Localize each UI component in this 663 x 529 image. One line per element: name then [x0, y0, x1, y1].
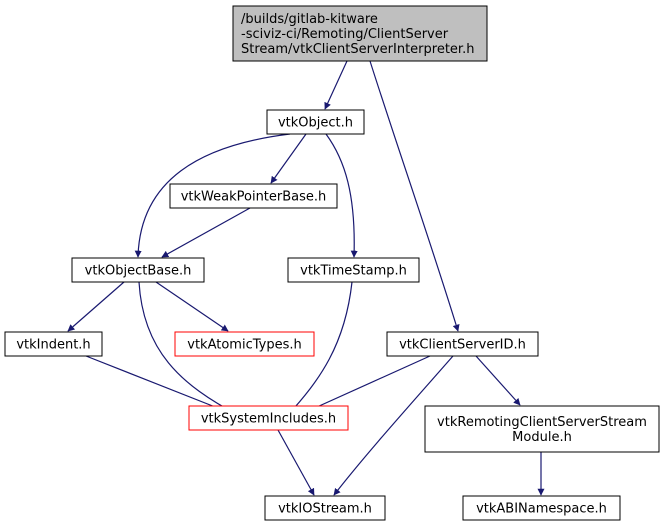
node-label: /builds/gitlab-kitware: [241, 12, 378, 27]
edge-root-to-vtkObject: [324, 60, 348, 110]
edge-vtkClientServerID-to-vtkIOStream: [333, 355, 454, 496]
node-box: [287, 257, 420, 283]
node-label: vtkSystemIncludes.h: [201, 412, 336, 427]
node-label: Module.h: [512, 430, 572, 445]
node-label: Stream/vtkClientServerInterpreter.h: [241, 42, 474, 57]
node-box: [462, 495, 621, 521]
node-label: vtkObject.h: [278, 116, 353, 131]
node-box: [4, 331, 103, 357]
node-root[interactable]: /builds/gitlab-kitware-sciviz-ci/Remotin…: [232, 5, 488, 62]
edge-vtkObjectBase-to-vtkAtomicTypes: [155, 281, 229, 332]
node-vtkObject[interactable]: vtkObject.h: [266, 109, 365, 135]
node-label: vtkTimeStamp.h: [300, 264, 407, 279]
edge-vtkObject-to-vtkTimeStamp: [325, 133, 358, 258]
node-label: vtkIOStream.h: [278, 502, 372, 517]
node-box: [188, 405, 349, 431]
node-vtkClientServerID[interactable]: vtkClientServerID.h: [386, 331, 539, 357]
node-label: vtkRemotingClientServerStream: [437, 415, 647, 430]
node-label: vtkClientServerID.h: [399, 338, 526, 353]
edge-vtkClientServerID-to-vtkRemotingModule: [475, 355, 521, 406]
node-box: [386, 331, 539, 357]
node-vtkTimeStamp[interactable]: vtkTimeStamp.h: [287, 257, 420, 283]
nodes: /builds/gitlab-kitware-sciviz-ci/Remotin…: [4, 5, 660, 521]
node-label: -sciviz-ci/Remoting/ClientServer: [241, 27, 449, 42]
edge-vtkObject-to-vtkWeakPointerBase: [270, 133, 307, 184]
edges: [67, 60, 545, 496]
edge-root-to-vtkClientServerID: [369, 60, 460, 332]
node-vtkWeakPointerBase[interactable]: vtkWeakPointerBase.h: [169, 183, 338, 209]
node-label: vtkObjectBase.h: [85, 264, 192, 279]
node-box: [424, 405, 660, 453]
edge-vtkObjectBase-to-vtkSystemIncludes: [138, 281, 241, 417]
edge-vtkObject-to-vtkObjectBase: [134, 133, 291, 258]
node-label: vtkIndent.h: [16, 338, 90, 353]
node-box: [169, 183, 338, 209]
node-box: [71, 257, 205, 283]
node-box: [264, 495, 386, 521]
node-vtkSystemIncludes: vtkSystemIncludes.h: [188, 405, 349, 431]
edge-vtkSystemIncludes-to-vtkIOStream: [277, 429, 315, 496]
node-vtkObjectBase[interactable]: vtkObjectBase.h: [71, 257, 205, 283]
node-label: vtkWeakPointerBase.h: [181, 190, 327, 205]
node-vtkABINamespace[interactable]: vtkABINamespace.h: [462, 495, 621, 521]
edge-vtkTimeStamp-to-vtkSystemIncludes: [286, 281, 353, 417]
node-box: [232, 5, 488, 62]
node-label: vtkAtomicTypes.h: [187, 338, 301, 353]
node-vtkIOStream[interactable]: vtkIOStream.h: [264, 495, 386, 521]
edge-vtkObjectBase-to-vtkIndent: [67, 281, 125, 332]
edge-vtkWeakPointerBase-to-vtkObjectBase: [161, 207, 251, 258]
node-box: [266, 109, 365, 135]
node-vtkAtomicTypes: vtkAtomicTypes.h: [174, 331, 315, 357]
node-vtkIndent[interactable]: vtkIndent.h: [4, 331, 103, 357]
node-box: [174, 331, 315, 357]
node-label: vtkABINamespace.h: [476, 502, 607, 517]
